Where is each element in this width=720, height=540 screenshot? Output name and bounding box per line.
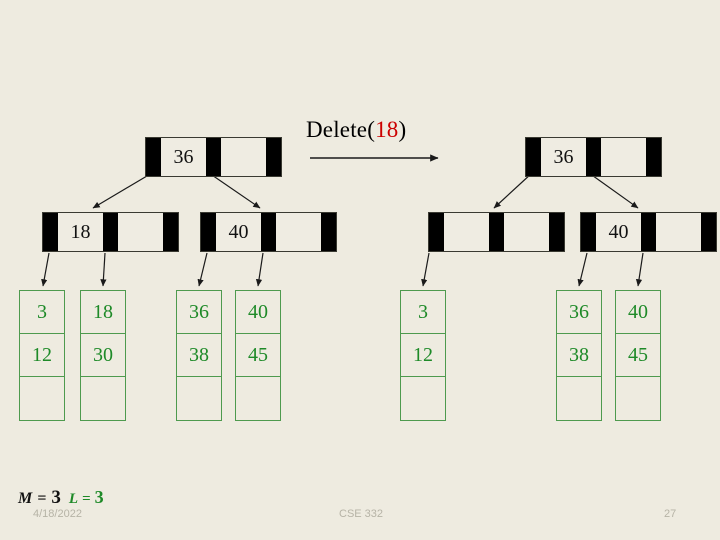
pointer-bar-icon: [701, 213, 716, 251]
after-edge-root-0: [493, 172, 533, 209]
leaf-cell: 40: [236, 291, 280, 334]
pointer-bar-icon: [146, 138, 161, 176]
before-root-key-0: 36: [161, 138, 206, 176]
leaf-cell: 36: [557, 291, 601, 334]
leaf-cell: 45: [616, 334, 660, 377]
param-l-label: L: [68, 491, 79, 507]
before-root-key-1: [221, 138, 266, 176]
operation-caption: Delete(18): [306, 117, 406, 143]
pointer-bar-icon: [206, 138, 221, 176]
after-index-1-key-0: 40: [596, 213, 641, 251]
after-index-0-key-1: [504, 213, 549, 251]
before-index-1-key-0: 40: [216, 213, 261, 251]
operation-label-prefix: Delete(: [306, 117, 376, 142]
after-leaf-2[interactable]: 40 45: [615, 290, 661, 421]
leaf-cell: [20, 377, 64, 420]
pointer-bar-icon: [526, 138, 541, 176]
after-edge-n1-leaf1: [577, 252, 588, 287]
before-edge-n0-leaf0: [41, 252, 50, 287]
pointer-bar-icon: [261, 213, 276, 251]
param-l-value: 3: [94, 487, 104, 507]
leaf-cell: 30: [81, 334, 125, 377]
operation-argument: 18: [375, 117, 399, 142]
before-edge-n1-leaf2: [197, 252, 208, 287]
before-root-node[interactable]: 36: [145, 137, 282, 177]
pointer-bar-icon: [163, 213, 178, 251]
before-index-node-1[interactable]: 40: [200, 212, 337, 252]
before-leaf-1[interactable]: 18 30: [80, 290, 126, 421]
leaf-cell: [401, 377, 445, 420]
after-index-node-0[interactable]: [428, 212, 565, 252]
pointer-bar-icon: [581, 213, 596, 251]
leaf-cell: 12: [20, 334, 64, 377]
footer-date: 4/18/2022: [33, 508, 82, 520]
leaf-cell: [81, 377, 125, 420]
leaf-cell: 18: [81, 291, 125, 334]
param-m-value: 3: [51, 487, 61, 508]
param-m-label: M: [18, 490, 33, 507]
leaf-cell: [236, 377, 280, 420]
leaf-cell: 38: [177, 334, 221, 377]
pointer-bar-icon: [586, 138, 601, 176]
after-leaf-1[interactable]: 36 38: [556, 290, 602, 421]
param-m-equals: =: [37, 490, 47, 507]
before-edge-root-0: [92, 172, 153, 209]
before-leaf-0[interactable]: 3 12: [19, 290, 65, 421]
pointer-bar-icon: [266, 138, 281, 176]
pointer-bar-icon: [549, 213, 564, 251]
leaf-cell: 40: [616, 291, 660, 334]
pointer-bar-icon: [646, 138, 661, 176]
after-edge-n1-leaf2: [635, 252, 644, 287]
before-leaf-3[interactable]: 40 45: [235, 290, 281, 421]
leaf-cell: 12: [401, 334, 445, 377]
after-root-key-1: [601, 138, 646, 176]
leaf-cell: 45: [236, 334, 280, 377]
leaf-cell: [177, 377, 221, 420]
before-index-node-0[interactable]: 18: [42, 212, 179, 252]
pointer-bar-icon: [321, 213, 336, 251]
after-edge-n0-leaf0: [421, 252, 430, 287]
before-index-0-key-0: 18: [58, 213, 103, 251]
pointer-bar-icon: [201, 213, 216, 251]
after-root-node[interactable]: 36: [525, 137, 662, 177]
before-leaf-2[interactable]: 36 38: [176, 290, 222, 421]
after-index-node-1[interactable]: 40: [580, 212, 717, 252]
leaf-cell: [616, 377, 660, 420]
param-l-equals: =: [82, 491, 91, 507]
before-edge-n1-leaf3: [255, 252, 264, 287]
pointer-bar-icon: [103, 213, 118, 251]
footer-course-title: CSE 332: [339, 508, 384, 520]
leaf-cell: [557, 377, 601, 420]
after-index-0-key-0: [444, 213, 489, 251]
footer-page-number: 27: [664, 508, 677, 520]
before-edge-root-1: [208, 172, 261, 209]
after-root-key-0: 36: [541, 138, 586, 176]
pointer-bar-icon: [43, 213, 58, 251]
leaf-cell: 3: [20, 291, 64, 334]
before-index-0-key-1: [118, 213, 163, 251]
leaf-cell: 36: [177, 291, 221, 334]
pointer-bar-icon: [489, 213, 504, 251]
after-index-1-key-1: [656, 213, 701, 251]
leaf-cell: 38: [557, 334, 601, 377]
before-edge-n0-leaf1: [100, 252, 107, 287]
leaf-cell: 3: [401, 291, 445, 334]
pointer-bar-icon: [429, 213, 444, 251]
operation-label-suffix: ): [398, 117, 407, 142]
after-leaf-0[interactable]: 3 12: [400, 290, 446, 421]
after-edge-root-1: [588, 172, 639, 209]
before-index-1-key-1: [276, 213, 321, 251]
pointer-bar-icon: [641, 213, 656, 251]
